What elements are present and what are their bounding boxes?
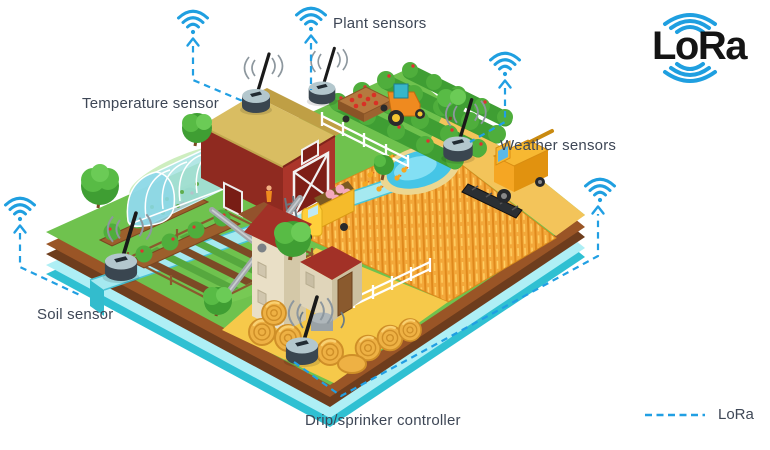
lora-legend: LoRa xyxy=(644,406,754,423)
soil-sensor-label: Soil sensor xyxy=(37,306,114,323)
lora-legend-label: LoRa xyxy=(718,406,754,423)
temperature-sensor-label: Temperature sensor xyxy=(82,95,219,112)
plant-sensors-label: Plant sensors xyxy=(333,15,427,32)
tree xyxy=(182,113,212,147)
farmer xyxy=(266,185,272,202)
trees xyxy=(81,89,466,209)
lora-logo-text: LoRa xyxy=(652,24,748,68)
tree xyxy=(374,155,394,181)
tree xyxy=(203,287,232,317)
lora-link-drip xyxy=(293,214,600,398)
lora-logo-waves xyxy=(663,13,717,83)
wifi-icon-temperature xyxy=(177,9,209,36)
wifi-icon-soil xyxy=(4,196,36,223)
wifi-icon-drip xyxy=(584,177,616,204)
weather-sensors-label: Weather sensors xyxy=(500,137,617,154)
lora-logo: LoRa xyxy=(652,13,750,83)
tree xyxy=(437,89,466,121)
tree xyxy=(81,164,119,209)
up-arrow-plant xyxy=(304,34,318,44)
barn xyxy=(200,88,349,219)
lora-link-temperature xyxy=(191,46,246,104)
lora-links xyxy=(18,43,600,398)
up-arrow-weather xyxy=(498,79,512,89)
wifi-icon-plant xyxy=(295,6,327,33)
apple-tractor xyxy=(336,83,425,126)
tree xyxy=(274,221,311,261)
hay-bales xyxy=(247,299,423,374)
lora-legend-line xyxy=(645,413,705,416)
white-fence xyxy=(320,112,432,308)
pig-truck xyxy=(301,181,355,241)
combine-harvester xyxy=(461,129,554,219)
up-arrow-soil xyxy=(13,224,27,234)
up-arrow-drip xyxy=(591,205,605,215)
lora-link-weather xyxy=(469,88,507,143)
wifi-icon-weather xyxy=(489,51,521,78)
up-arrow-temperature xyxy=(186,37,200,47)
drip-controller-label: Drip/sprinker controller xyxy=(305,412,461,429)
